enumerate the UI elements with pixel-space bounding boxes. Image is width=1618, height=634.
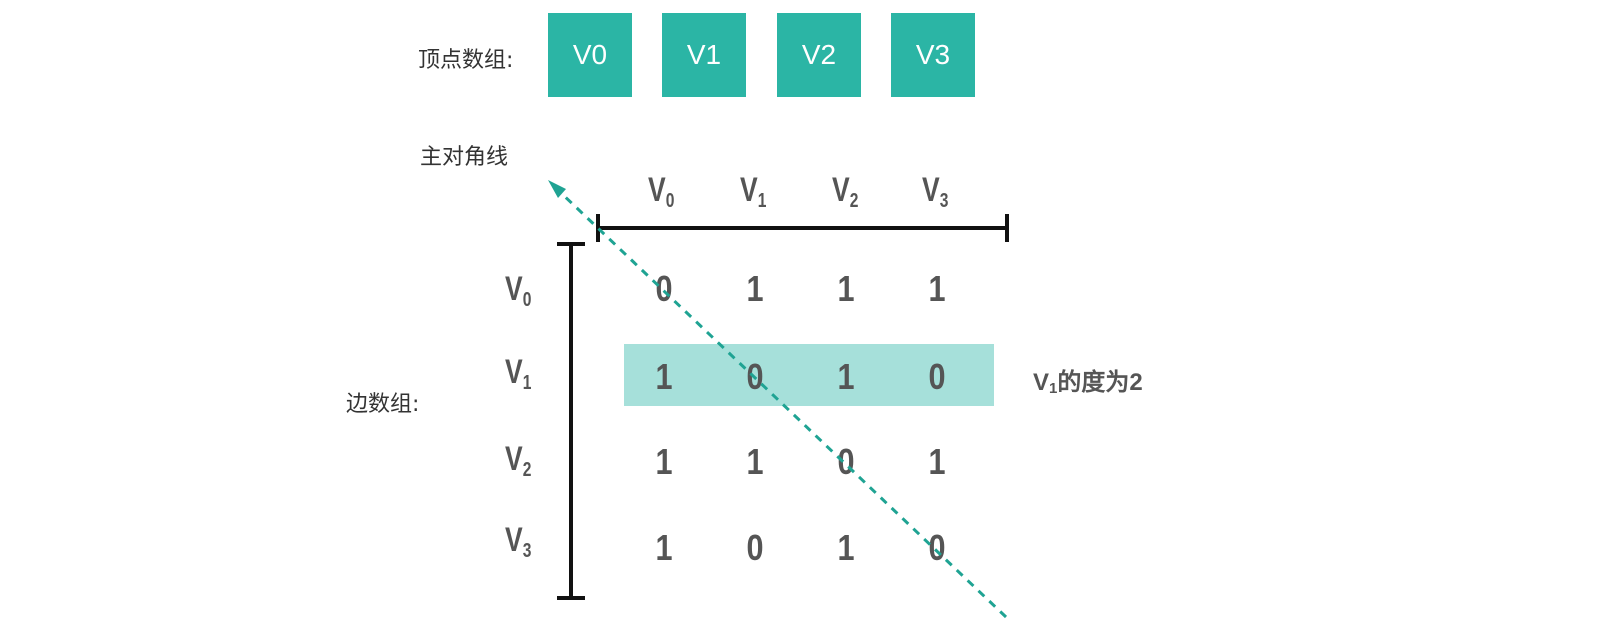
matrix-cell-1-3: 0	[928, 356, 946, 397]
matrix-cell-2-0: 1	[655, 441, 673, 482]
vertex-box-v1: V1	[662, 13, 746, 97]
col-header-v1: V1	[740, 171, 767, 212]
matrix-cell-1-0: 1	[655, 356, 673, 397]
degree-note: V1的度为2	[1033, 369, 1143, 397]
diagonal-arrow	[548, 180, 1008, 619]
vertex-box-label: V1	[686, 39, 722, 70]
vertex-box-v3: V3	[891, 13, 975, 97]
main-diagonal-label: 主对角线	[420, 145, 509, 170]
matrix-cell-3-0: 1	[655, 527, 673, 568]
matrix-cell-0-2: 1	[837, 268, 855, 309]
row-header-v1: V1	[505, 353, 532, 394]
row-header-v2: V2	[505, 440, 532, 481]
row-header-v3: V3	[505, 521, 532, 562]
col-header-v0: V0	[648, 171, 675, 212]
vertex-array-label: 顶点数组:	[418, 48, 514, 73]
matrix-cell-1-2: 1	[837, 356, 855, 397]
row-v1-highlight	[624, 344, 994, 406]
matrix-cell-0-0: 0	[655, 268, 673, 309]
matrix-cell-3-3: 0	[928, 527, 946, 568]
col-header-v3: V3	[922, 171, 949, 212]
top-bracket	[596, 214, 1009, 242]
matrix-cell-3-1: 0	[746, 527, 764, 568]
edge-array-label: 边数组:	[346, 392, 420, 417]
col-header-v2: V2	[832, 171, 859, 212]
matrix-cell-2-3: 1	[928, 441, 946, 482]
row-header-v0: V0	[505, 270, 532, 311]
vertex-box-label: V0	[572, 39, 608, 70]
vertex-box-label: V3	[915, 39, 951, 70]
matrix-cell-2-2: 0	[837, 441, 855, 482]
vertex-box-v0: V0	[548, 13, 632, 97]
vertex-box-label: V2	[801, 39, 837, 70]
matrix-cell-0-1: 1	[746, 268, 764, 309]
matrix-cell-3-2: 1	[837, 527, 855, 568]
matrix-cell-2-1: 1	[746, 441, 764, 482]
vertex-box-v2: V2	[777, 13, 861, 97]
left-bracket	[557, 242, 585, 600]
matrix-cell-0-3: 1	[928, 268, 946, 309]
